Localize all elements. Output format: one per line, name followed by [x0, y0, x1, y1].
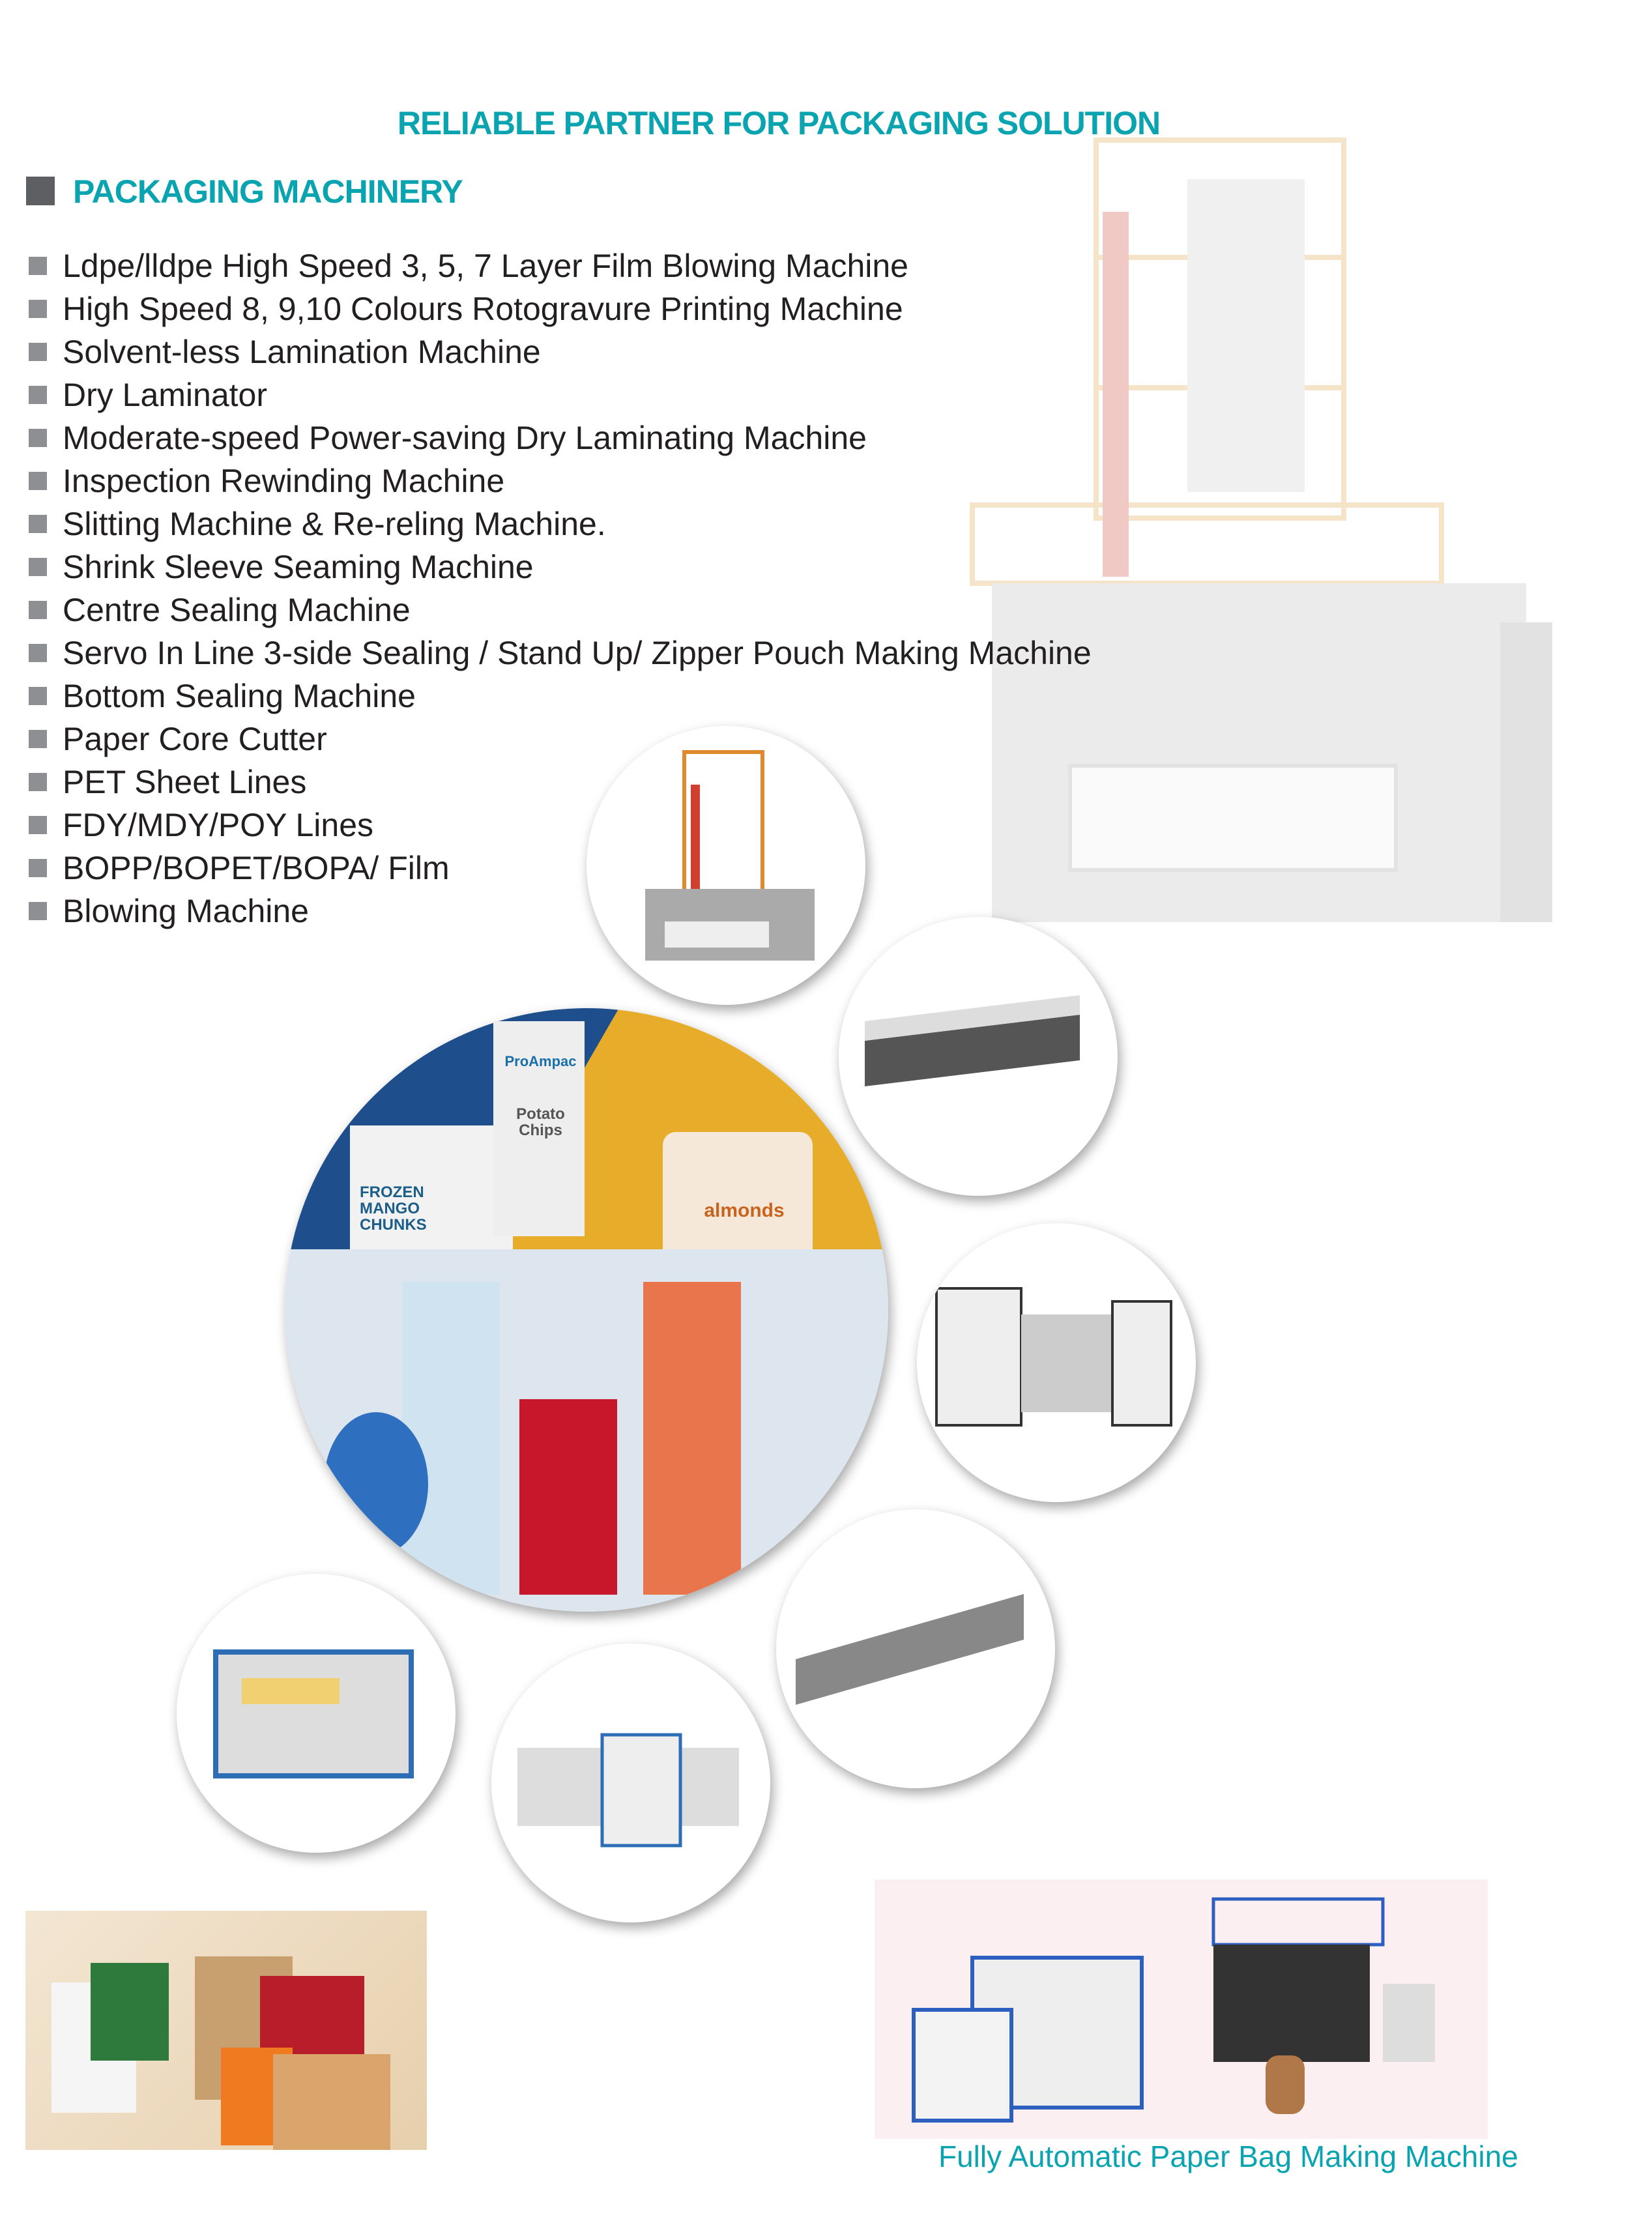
item-label: BOPP/BOPET/BOPA/ Film [63, 850, 450, 886]
bullet-icon [29, 644, 47, 662]
item-label: Solvent-less Lamination Machine [63, 334, 541, 370]
item-label: Bottom Sealing Machine [63, 678, 416, 714]
bullet-icon [29, 687, 47, 705]
bullet-icon [29, 429, 47, 447]
packaging-products-image: ProAmpac Potato Chips FROZEN MANGO CHUNK… [285, 1008, 888, 1612]
item-label: Moderate-speed Power-saving Dry Laminati… [63, 420, 867, 456]
item-label: High Speed 8, 9,10 Colours Rotogravure P… [63, 291, 903, 327]
item-label: PET Sheet Lines [63, 764, 307, 800]
item-label: Dry Laminator [63, 377, 267, 413]
item-label: Servo In Line 3-side Sealing / Stand Up/… [63, 635, 1092, 671]
list-item: Inspection Rewinding Machine [29, 459, 1092, 502]
bullet-icon [29, 515, 47, 533]
section-marker [26, 177, 55, 205]
item-label: FDY/MDY/POY Lines [63, 807, 374, 843]
bullet-icon [29, 386, 47, 404]
page-title: RELIABLE PARTNER FOR PACKAGING SOLUTION [397, 105, 1161, 141]
potato-chips-label: Potato Chips [516, 1105, 565, 1140]
list-item: Solvent-less Lamination Machine [29, 330, 1092, 373]
item-label: Inspection Rewinding Machine [63, 463, 505, 499]
pouch-making-machine-thumbnail [776, 1509, 1055, 1788]
list-item: FDY/MDY/POY Lines [29, 804, 1092, 847]
list-item: BOPP/BOPET/BOPA/ Film [29, 847, 1092, 890]
bullet-icon [29, 730, 47, 748]
item-label: Slitting Machine & Re-reling Machine. [63, 506, 606, 542]
bullet-icon [29, 773, 47, 791]
section-title: PACKAGING MACHINERY [73, 173, 463, 210]
list-item: High Speed 8, 9,10 Colours Rotogravure P… [29, 287, 1092, 330]
item-label: Centre Sealing Machine [63, 592, 411, 628]
almonds-label: almonds [704, 1200, 785, 1221]
bullet-icon [29, 816, 47, 834]
slitting-machine-thumbnail [491, 1644, 770, 1922]
list-item: Dry Laminator [29, 373, 1092, 416]
list-item: Centre Sealing Machine [29, 588, 1092, 631]
bullet-icon [29, 902, 47, 920]
lamination-machine-thumbnail [917, 1223, 1196, 1502]
bullet-icon [29, 300, 47, 318]
list-item: Paper Core Cutter [29, 718, 1092, 761]
machinery-list: Ldpe/lldpe High Speed 3, 5, 7 Layer Film… [29, 244, 1092, 933]
bullet-icon [29, 558, 47, 576]
bullet-icon [29, 472, 47, 490]
paper-bags-image [25, 1911, 427, 2150]
list-item: Moderate-speed Power-saving Dry Laminati… [29, 416, 1092, 459]
paper-bag-making-machine-image [875, 1879, 1488, 2139]
bullet-icon [29, 601, 47, 619]
list-item: Servo In Line 3-side Sealing / Stand Up/… [29, 631, 1092, 674]
list-item: PET Sheet Lines [29, 761, 1092, 804]
frozen-mango-chunks-label: FROZEN MANGO CHUNKS [360, 1183, 427, 1234]
bullet-icon [29, 343, 47, 361]
bullet-icon [29, 257, 47, 275]
item-label: Paper Core Cutter [63, 721, 327, 757]
paper-bag-machine-caption: Fully Automatic Paper Bag Making Machine [938, 2139, 1518, 2173]
list-item: Blowing Machine [29, 890, 1092, 933]
film-blowing-machine-thumbnail [587, 726, 865, 1005]
list-item: Shrink Sleeve Seaming Machine [29, 545, 1092, 588]
item-label: Blowing Machine [63, 893, 309, 929]
film-blowing-machine-image [970, 138, 1552, 922]
list-item: Bottom Sealing Machine [29, 674, 1092, 718]
inspection-rewinding-machine-thumbnail [177, 1574, 456, 1853]
proampac-brand-label: ProAmpac [504, 1053, 577, 1069]
item-label: Shrink Sleeve Seaming Machine [63, 549, 534, 585]
list-item: Ldpe/lldpe High Speed 3, 5, 7 Layer Film… [29, 244, 1092, 287]
list-item: Slitting Machine & Re-reling Machine. [29, 502, 1092, 545]
bullet-icon [29, 859, 47, 877]
item-label: Ldpe/lldpe High Speed 3, 5, 7 Layer Film… [63, 248, 908, 284]
